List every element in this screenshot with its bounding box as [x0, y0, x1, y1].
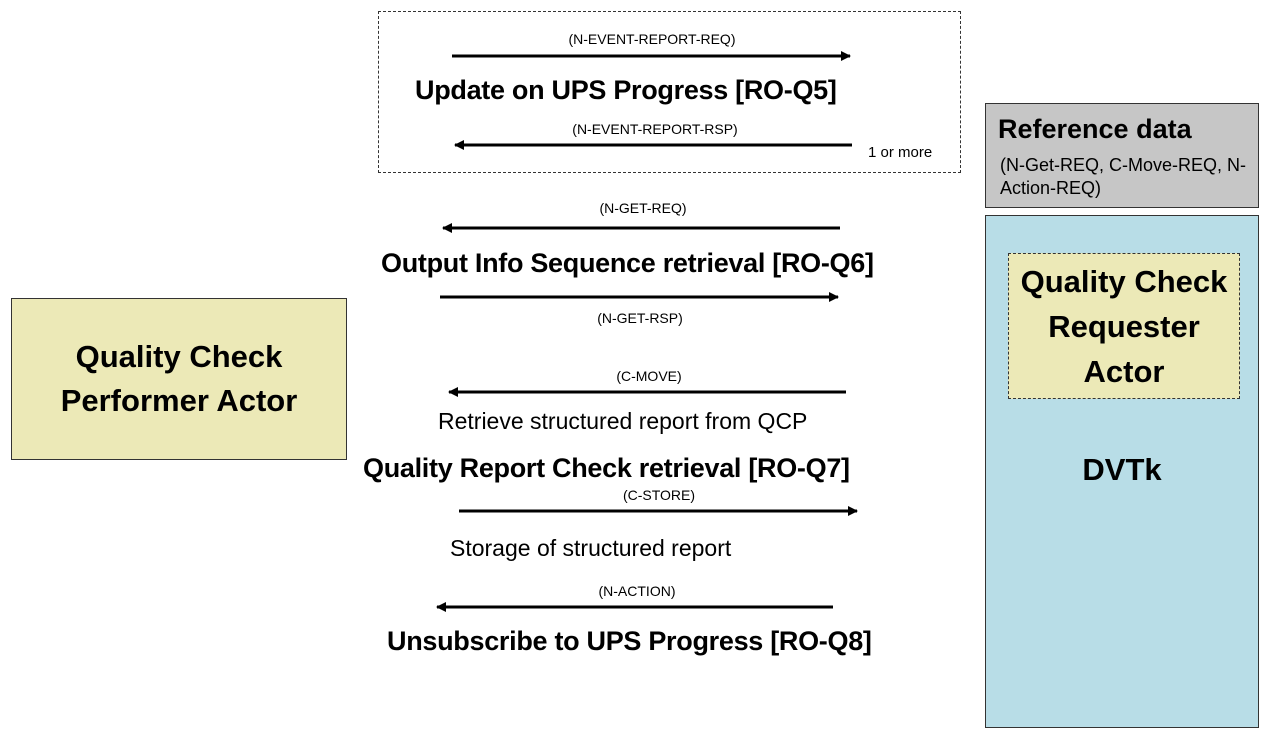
- performer-label: Quality Check Performer Actor: [60, 339, 298, 418]
- storage-description: Storage of structured report: [450, 535, 732, 561]
- msg-get-req: (N-GET-REQ): [599, 200, 687, 216]
- requester-label: Quality Check Requester Actor: [1020, 263, 1228, 389]
- msg-c-store: (C-STORE): [622, 487, 696, 503]
- reference-data-box: Reference data (N-Get-REQ, C-Move-REQ, N…: [985, 103, 1259, 208]
- msg-event-req: (N-EVENT-REPORT-REQ): [568, 31, 736, 47]
- reference-details: (N-Get-REQ, C-Move-REQ, N-Action-REQ): [1000, 155, 1247, 198]
- transaction-q7: Quality Report Check retrieval [RO-Q7]: [363, 453, 850, 483]
- quality-check-requester-box: Quality Check Requester Actor: [1008, 253, 1240, 399]
- reference-title: Reference data: [998, 114, 1192, 144]
- transaction-q8: Unsubscribe to UPS Progress [RO-Q8]: [387, 626, 872, 656]
- msg-get-rsp: (N-GET-RSP): [597, 310, 683, 326]
- repeat-note: 1 or more: [868, 144, 933, 161]
- repeat-group-frame: [378, 11, 961, 173]
- transaction-q5: Update on UPS Progress [RO-Q5]: [415, 75, 837, 105]
- msg-n-action: (N-ACTION): [598, 583, 676, 599]
- transaction-q6: Output Info Sequence retrieval [RO-Q6]: [381, 248, 874, 278]
- msg-event-rsp: (N-EVENT-REPORT-RSP): [572, 121, 738, 137]
- msg-c-move: (C-MOVE): [616, 368, 682, 384]
- quality-check-performer-box: Quality Check Performer Actor: [11, 298, 347, 460]
- dvtk-label: DVTk: [1082, 452, 1162, 487]
- retrieve-description: Retrieve structured report from QCP: [438, 408, 808, 434]
